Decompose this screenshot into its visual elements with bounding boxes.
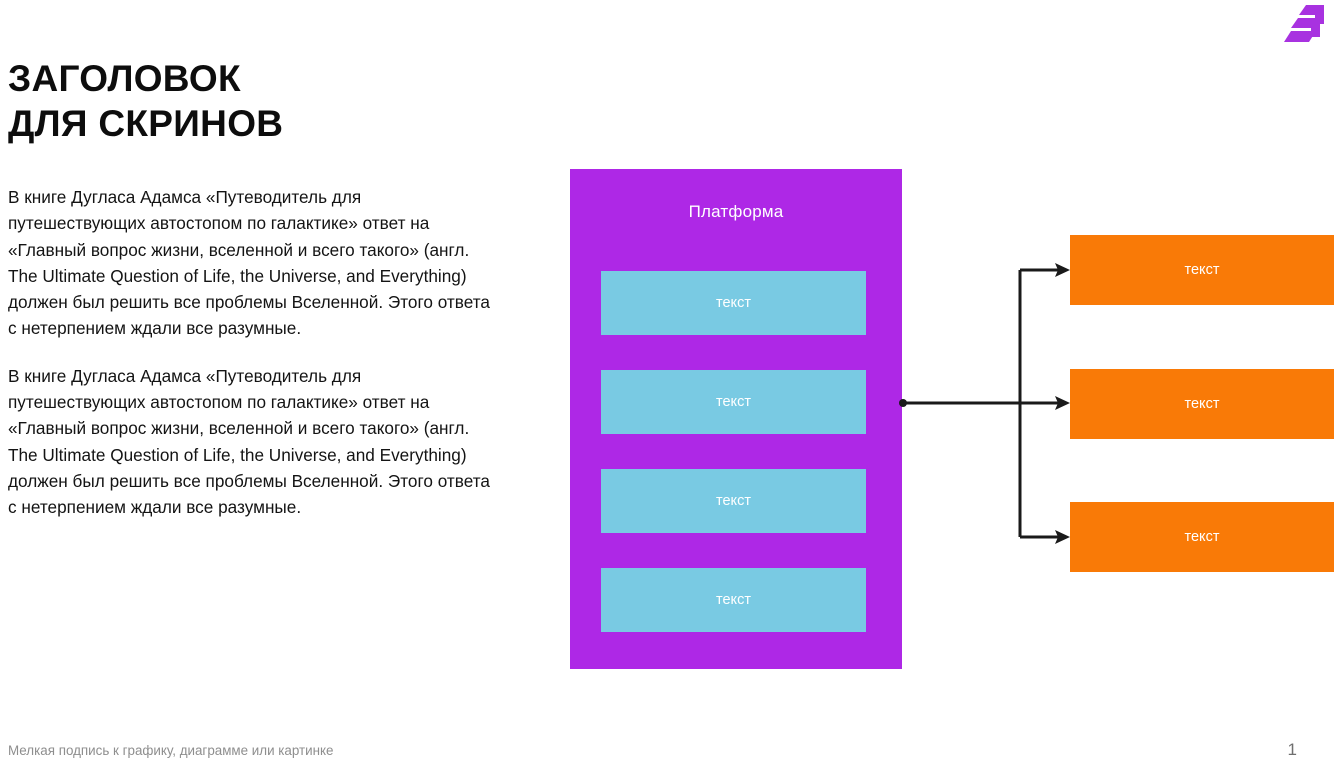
connector-arrows-icon [899, 263, 1070, 544]
paragraph-2: В книге Дугласа Адамса «Путеводитель для… [8, 366, 490, 517]
platform-item[interactable]: текст [601, 469, 866, 533]
platform-title: Платформа [688, 202, 784, 221]
platform-item[interactable]: текст [601, 370, 866, 434]
platform-item[interactable]: текст [601, 271, 866, 335]
outcome-box[interactable]: текст [1070, 502, 1334, 572]
paragraph-1: В книге Дугласа Адамса «Путеводитель для… [8, 187, 490, 338]
platform-item[interactable]: текст [601, 568, 866, 632]
outcome-box[interactable]: текст [1070, 369, 1334, 439]
left-content-column: ЗАГОЛОВОК ДЛЯ СКРИНОВ В книге Дугласа Ад… [8, 56, 502, 520]
footer-caption: Мелкая подпись к графику, диаграмме или … [8, 743, 334, 758]
platform-container[interactable]: Платформа текст текст текст текст [570, 169, 902, 669]
outcome-box[interactable]: текст [1070, 235, 1334, 305]
body-copy: В книге Дугласа Адамса «Путеводитель для… [8, 184, 502, 520]
brand-logo [1284, 2, 1328, 48]
page-number: 1 [1287, 740, 1297, 759]
page-title: ЗАГОЛОВОК ДЛЯ СКРИНОВ [8, 58, 284, 145]
